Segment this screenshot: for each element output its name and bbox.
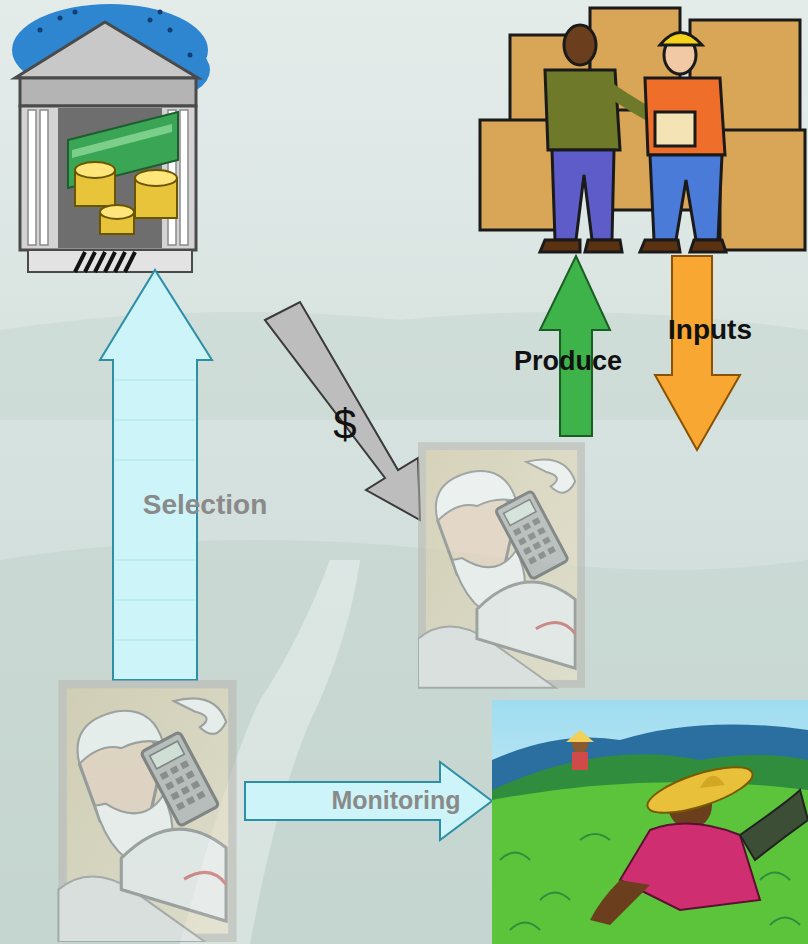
farmer-icon	[492, 700, 808, 944]
arrow-label: Produce	[514, 347, 622, 377]
arrow-label: Inputs	[668, 315, 752, 346]
arrow-label: Monitoring	[331, 787, 460, 815]
clerk-icon	[418, 442, 585, 688]
workers-icon	[480, 8, 805, 252]
clerk-icon	[58, 680, 236, 942]
produce-arrow	[540, 256, 610, 436]
arrow-label: Selection	[143, 490, 267, 521]
inputs-arrow	[655, 256, 740, 450]
monitoring-arrow	[245, 762, 492, 840]
money-arrow	[265, 302, 420, 520]
bank-icon	[12, 4, 210, 272]
selection-arrow	[100, 270, 212, 680]
arrow-label: $	[333, 402, 356, 448]
